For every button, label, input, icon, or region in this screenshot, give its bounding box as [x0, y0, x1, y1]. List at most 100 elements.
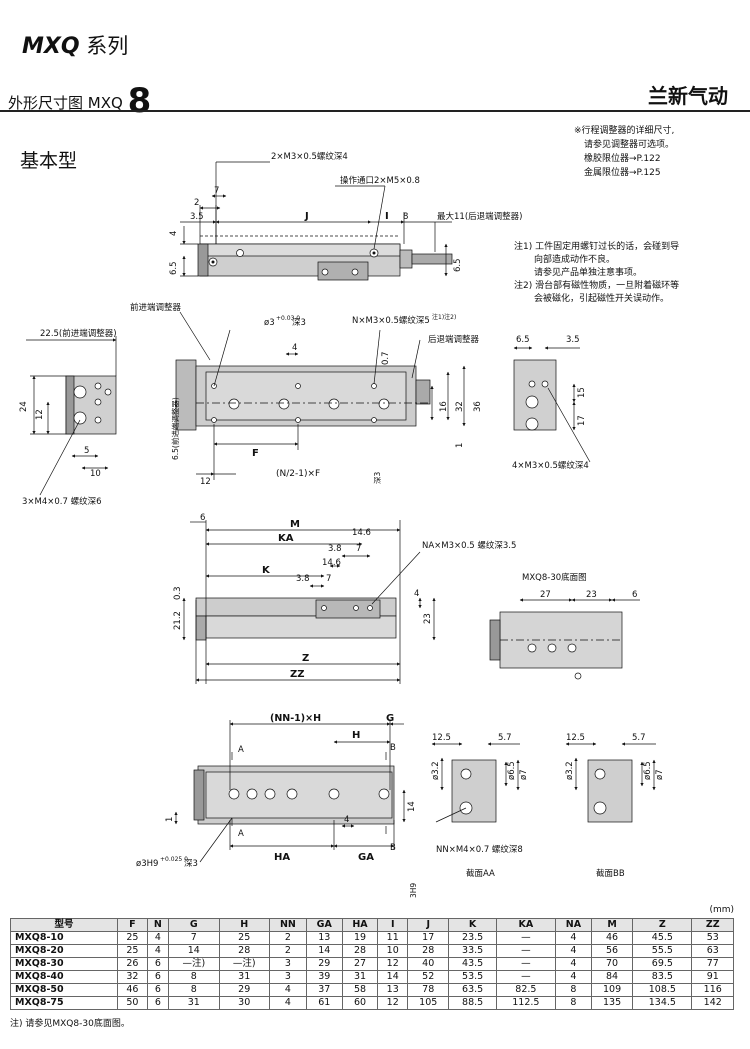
dim-21-2: 21.2: [173, 611, 183, 630]
section-mark-a-top: A: [238, 745, 244, 755]
table-cell: 39: [305, 970, 343, 984]
table-cell: 7: [168, 931, 220, 945]
dim-ZZ: ZZ: [290, 669, 305, 680]
table-cell: 77: [691, 957, 734, 971]
table-cell: 26: [117, 957, 148, 971]
warning-notes: 注1) 工件固定用螺钉过长的话，会碰到导 向部造成动作不良。 请参见产品单独注意…: [514, 241, 734, 306]
callout-nn-thread: NN×M4×0.7 螺纹深8: [436, 844, 523, 855]
col-header: I: [377, 918, 409, 932]
dim-5-7-aa: 5.7: [498, 733, 512, 743]
table-cell: 4: [554, 970, 592, 984]
callout-top-thread: 2×M3×0.5螺纹深4: [271, 151, 348, 162]
col-header: N: [146, 918, 170, 932]
callout-front-adj: 前进端调整器: [130, 302, 182, 313]
table-cell: 4: [268, 996, 307, 1010]
note-line: 请参见产品单独注意事项。: [534, 268, 643, 278]
adjuster-notes: ※行程调整器的详细尺寸, 请参见调整器可选项。 橡胶限位器→P.122 金属限位…: [574, 124, 674, 180]
dim-15: 15: [577, 387, 587, 398]
dim-H: H: [352, 730, 360, 741]
dim-2: 2: [194, 198, 199, 208]
bottom-view: MXQ8-30底面图 27 23 6: [489, 572, 640, 680]
table-cell: 6: [146, 970, 170, 984]
callout-depth3: 深3: [292, 318, 306, 328]
table-cell: 10: [377, 944, 409, 958]
series-title: MXQ 系列: [22, 30, 128, 60]
callout-na-thread: NA×M3×0.5 螺纹深3.5: [422, 540, 516, 551]
section-title: 基本型: [20, 150, 78, 172]
dim-5: 5: [84, 446, 89, 456]
left-end-view: 22.5(前进端调整器) 24 12 10 5 3×M4×0.7 螺纹深6: [19, 328, 117, 507]
dim-7b: 7: [326, 574, 331, 584]
table-cell: 31: [218, 970, 270, 984]
table-unit: (mm): [709, 905, 734, 915]
dim-24: 24: [19, 401, 29, 412]
col-header: K: [448, 918, 497, 932]
dim-6-5-right: 6.5: [516, 335, 530, 345]
table-cell: 17: [407, 931, 450, 945]
dim-4-side: 4: [414, 589, 419, 599]
table-cell: 8: [168, 970, 220, 984]
dim-3-5: 3.5: [190, 212, 204, 222]
col-header: F: [117, 918, 148, 932]
note-line: 向部造成动作不良。: [534, 255, 616, 265]
dim-14-6a: 14.6: [352, 528, 371, 538]
table-cell: 14: [377, 970, 409, 984]
table-cell: 11: [377, 931, 409, 945]
table-cell: 31: [168, 996, 220, 1010]
dim-36: 36: [473, 401, 483, 412]
callout-right-thread: 4×M3×0.5螺纹深4: [512, 460, 589, 471]
callout-front-adj-22-5: 22.5(前进端调整器): [40, 328, 117, 339]
dim-5-7-bb: 5.7: [632, 733, 646, 743]
table-cell: 2: [268, 931, 307, 945]
table-cell: 83.5: [632, 970, 693, 984]
table-cell: 12: [377, 996, 409, 1010]
table-cell: 4: [268, 983, 307, 997]
table-cell: 23.5: [448, 931, 497, 945]
subtitle-prefix: 外形尺寸图 MXQ: [8, 94, 123, 112]
table-cell: 28: [341, 944, 379, 958]
table-cell: 8: [554, 983, 592, 997]
model-cell: MXQ8-50: [9, 983, 119, 997]
col-header: HA: [341, 918, 379, 932]
table-cell: 60: [341, 996, 379, 1010]
table-cell: 69.5: [632, 957, 693, 971]
table-cell: 88.5: [448, 996, 497, 1010]
section-aa: 12.5 5.7 ø3.2 ø6.5 ø7 NN×M4×0.7 螺纹深8 截面A…: [431, 733, 529, 879]
table-cell: 2: [268, 944, 307, 958]
table-cell: 37: [305, 983, 343, 997]
dim-F: F: [252, 448, 259, 459]
callout-o3h9-tol: +0.025 0: [160, 856, 188, 863]
table-cell: 63: [691, 944, 734, 958]
plan-view: 前进端调整器 后退端调整器 ø3 +0.03 0 深3 N×M3×0.5螺纹深5…: [130, 302, 483, 487]
table-header-row: 型号 F N G H NN GA HA I J K KA NA M Z ZZ: [9, 918, 734, 932]
dim-7a: 7: [356, 544, 361, 554]
dim-I: I: [385, 211, 389, 222]
table-cell: 32: [117, 970, 148, 984]
note-line: 注2) 滑台部有磁性物质，一旦附着磁环等: [514, 281, 680, 291]
table-cell: 109: [590, 983, 634, 997]
dim-1-lower: 1: [165, 817, 175, 822]
right-end-view: 6.5 3.5 15 17 4×M3×0.5螺纹深4: [512, 335, 591, 471]
dim-6-5r: 6.5: [453, 258, 463, 272]
table-cell: 50: [117, 996, 148, 1010]
section-mark-a-bottom: A: [238, 829, 244, 839]
table-cell: 82.5: [495, 983, 556, 997]
dim-27: 27: [540, 590, 551, 600]
table-cell: 105: [407, 996, 450, 1010]
table-cell: 25: [218, 931, 270, 945]
model-cell: MXQ8-20: [9, 944, 119, 958]
table-cell: 53: [691, 931, 734, 945]
callout-port: 操作通口2×M5×0.8: [340, 175, 420, 186]
dim-12-5-aa: 12.5: [432, 733, 451, 743]
table-cell: 4: [146, 944, 170, 958]
note-line: 请参见调整器可选项。: [584, 140, 675, 150]
table-cell: 33.5: [448, 944, 497, 958]
table-cell: 6: [146, 996, 170, 1010]
table-cell: 84: [590, 970, 634, 984]
col-header: Z: [632, 918, 693, 932]
model-cell: MXQ8-10: [9, 931, 119, 945]
table-cell: 6: [146, 957, 170, 971]
